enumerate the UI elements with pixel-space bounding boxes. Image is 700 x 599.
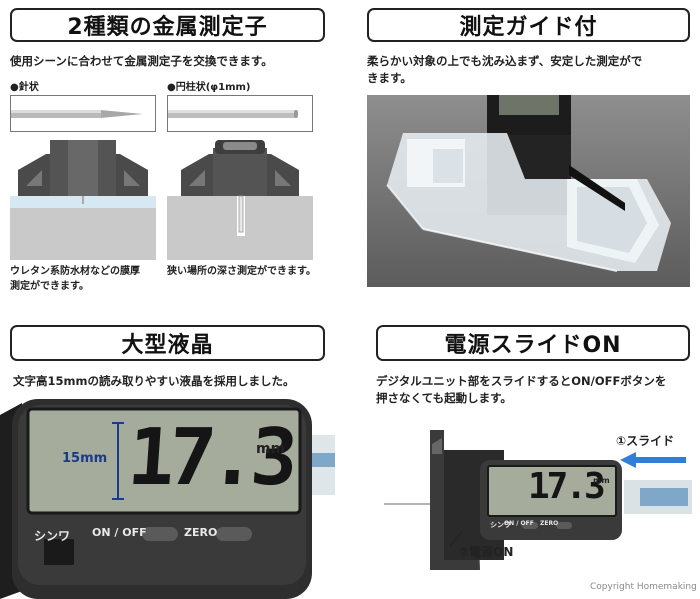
copyright-text: Copyright Homemaking	[590, 582, 697, 592]
slide-title-text: 電源スライドON	[444, 333, 622, 358]
slide-lcd-reading: 17.3	[528, 466, 606, 507]
slide-lcd-brand: シンワ	[490, 521, 511, 529]
slide-description-line-2: 押さなくても起動します。	[376, 391, 512, 405]
cylinder-label: ●円柱状(φ1mm)	[167, 82, 251, 93]
guide-title-text: 測定ガイド付	[459, 15, 598, 40]
needle-caption-line-1: ウレタン系防水材などの膜厚	[10, 266, 140, 277]
needle-caption-line-2: 測定ができます。	[10, 281, 89, 292]
needle-caption: ウレタン系防水材などの膜厚 測定ができます。	[10, 264, 140, 294]
guide-description-line-2: きます。	[367, 71, 412, 85]
slide-description-line-1: デジタルユニット部をスライドするとON/OFFボタンを	[376, 374, 667, 388]
slide-title: 電源スライドON	[376, 325, 690, 361]
slide-lcd-zero: ZERO	[540, 520, 559, 527]
lcd-title: 大型液晶	[10, 325, 325, 361]
guide-description: 柔らかい対象の上でも沈み込まず、安定した測定がで きます。	[367, 53, 642, 87]
power-on-pointer-icon	[446, 528, 466, 548]
slide-arrow-icon	[620, 452, 686, 468]
lcd-unit: mm	[256, 441, 286, 457]
guide-description-line-1: 柔らかい対象の上でも沈み込まず、安定した測定がで	[367, 54, 643, 68]
probes-title: 2種類の金属測定子	[10, 8, 325, 42]
lcd-brand-logo: シンワ	[34, 529, 71, 543]
needle-probe-image	[10, 95, 156, 132]
needle-use-illustration	[10, 140, 156, 260]
slide-lcd-unit: mm	[593, 476, 610, 485]
cylinder-use-illustration	[167, 140, 313, 260]
slide-description: デジタルユニット部をスライドするとON/OFFボタンを 押さなくても起動します。	[376, 373, 666, 407]
measuring-guide-photo	[367, 95, 690, 287]
power-on-label: ②電源ON	[459, 545, 514, 559]
cylinder-probe-image	[167, 95, 313, 132]
lcd-height-label: 15mm	[62, 451, 108, 466]
lcd-title-text: 大型液晶	[121, 333, 214, 358]
slide-label: ①スライド	[616, 434, 675, 448]
lcd-on-off-label: ON / OFF	[92, 526, 147, 539]
slide-lcd-on-off: ON / OFF	[504, 520, 534, 527]
guide-title: 測定ガイド付	[367, 8, 690, 42]
cylinder-caption: 狭い場所の深さ測定ができます。	[167, 266, 316, 277]
lcd-reading: 17.3	[124, 413, 295, 503]
probes-description: 使用シーンに合わせて金属測定子を交換できます。	[10, 54, 273, 68]
probes-title-text: 2種類の金属測定子	[67, 15, 268, 40]
lcd-zero-label: ZERO	[184, 526, 218, 539]
large-lcd-image: 17.3 mm 15mm シンワ ON / OFF ZERO	[0, 395, 335, 599]
needle-label: ●針状	[10, 82, 39, 93]
lcd-description: 文字高15mmの読み取りやすい液晶を採用しました。	[13, 374, 295, 388]
